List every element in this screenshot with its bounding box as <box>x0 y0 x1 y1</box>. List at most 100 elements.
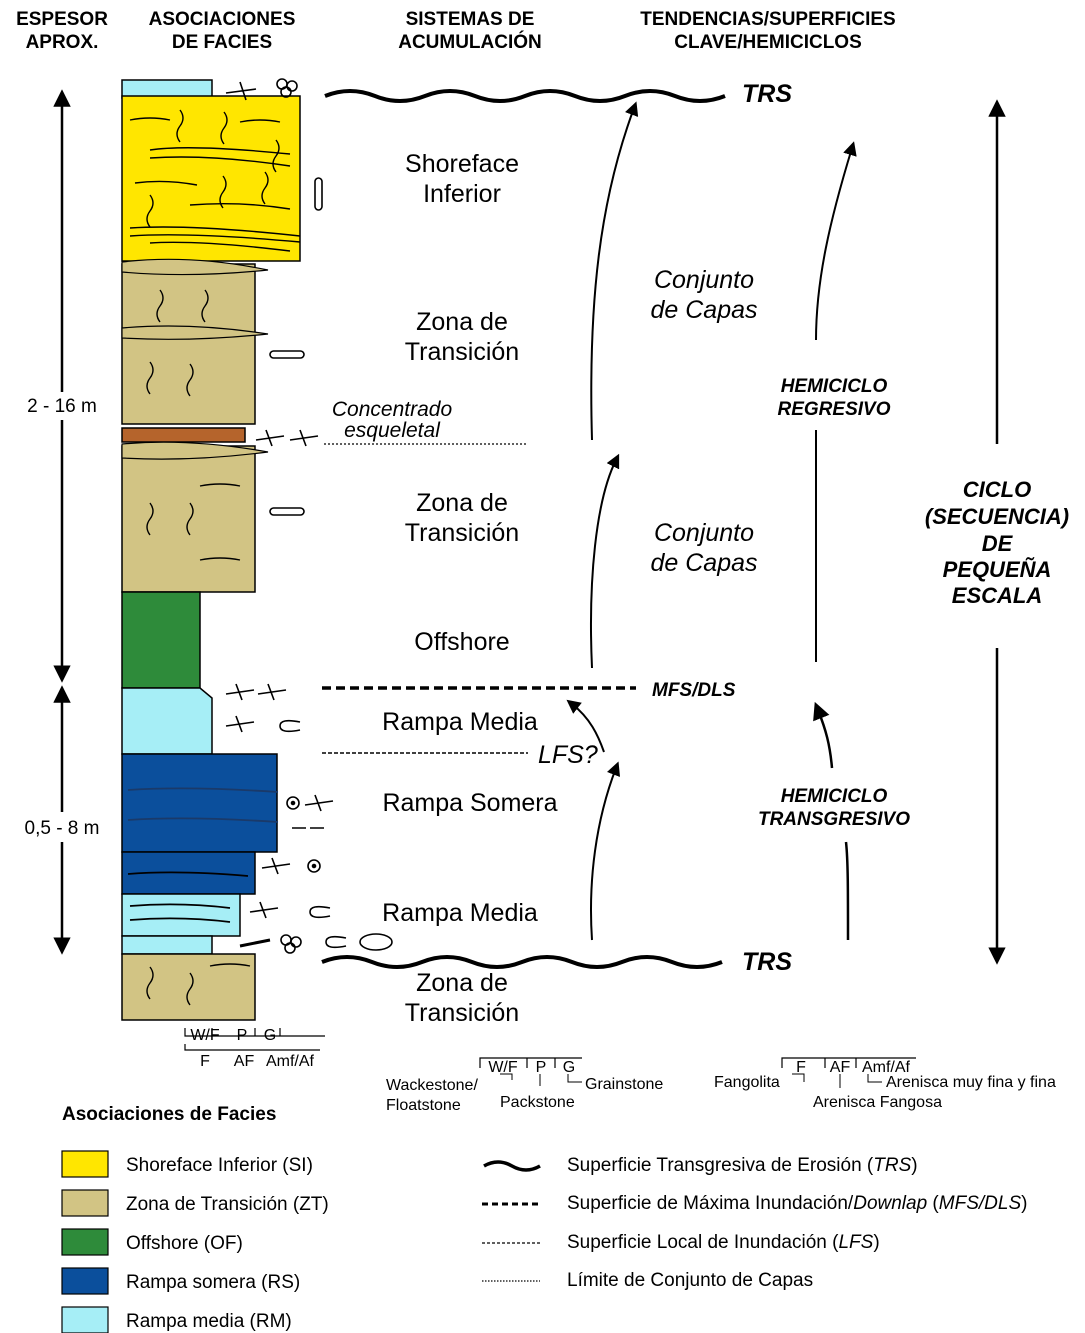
label-concentrado: Concentrado <box>332 398 453 421</box>
bed-rampa-media-upper <box>121 687 213 755</box>
siliciclastic-texture-key: F AF Amf/Af Fangolita Arenisca Fangosa A… <box>714 1057 1056 1111</box>
cycle-line2: (SECUENCIA) <box>925 504 1069 529</box>
bed-concentrado-esqueletal <box>121 427 246 443</box>
legend-item-label: Rampa media (RM) <box>126 1311 292 1332</box>
peloid-icon <box>286 796 300 810</box>
scale-f: F <box>200 1053 210 1070</box>
bed-rampa-somera-upper <box>121 753 278 853</box>
column-texture-scale <box>184 1028 325 1051</box>
transgressive-arrow-lower <box>844 841 850 941</box>
transgressive-arrow-upper <box>813 701 834 769</box>
scale-amf: Amf/Af <box>266 1053 315 1070</box>
bed-zona-transicion-lower <box>121 953 256 1021</box>
hemiciclo-transgresivo-1: HEMICICLO <box>781 786 888 807</box>
header-clave-hemiciclos: CLAVE/HEMICICLOS <box>674 32 862 53</box>
key-p: P <box>536 1059 547 1076</box>
bioclast-icon-2 <box>255 429 285 447</box>
key-amf: Amf/Af <box>862 1059 911 1076</box>
surface-legend-label: Superficie de Máxima Inundación/Downlap … <box>567 1193 1027 1214</box>
label-rampa-somera: Rampa Somera <box>382 789 557 817</box>
key-grainstone: Grainstone <box>585 1076 663 1093</box>
lens-2 <box>121 325 269 340</box>
trend-arrows <box>566 101 857 941</box>
label-shoreface: Shoreface <box>405 150 519 178</box>
facies-labels: Shoreface Inferior Zona de Transición Co… <box>332 150 558 1027</box>
key-wackestone: Wackestone/ <box>386 1077 478 1094</box>
key-surfaces <box>321 89 726 969</box>
surface-legend-labels: Superficie Transgresiva de Erosión (TRS)… <box>567 1155 1027 1291</box>
label-rampa-media-lower: Rampa Media <box>382 899 538 927</box>
column-headers: ESPESOR APROX. ASOCIACIONES DE FACIES SI… <box>16 9 896 53</box>
scale-g: G <box>264 1027 276 1044</box>
header-tendencias: TENDENCIAS/SUPERFICIES <box>640 9 895 30</box>
header-de-facies: DE FACIES <box>172 32 272 53</box>
brachiopod-icon <box>279 719 301 733</box>
burrow-icon-3 <box>269 507 305 516</box>
bed-zona-transicion-middle <box>121 445 256 593</box>
key-g: G <box>563 1059 575 1076</box>
header-aprox: APROX. <box>26 32 99 53</box>
rampa-arrow-upper <box>566 699 605 753</box>
label-rampa-media-upper: Rampa Media <box>382 708 538 736</box>
sedimentary-structures <box>129 109 301 1006</box>
label-offshore: Offshore <box>414 628 509 656</box>
surface-legend-label: Superficie Transgresiva de Erosión (TRS) <box>567 1155 918 1176</box>
conjunto-upper-2: de Capas <box>650 296 757 324</box>
lens-3 <box>121 441 269 460</box>
rampa-arrow-lower <box>590 761 621 941</box>
trs-top-label: TRS <box>742 80 792 108</box>
trs-bottom-label: TRS <box>742 948 792 976</box>
bioclast-icon <box>225 81 257 101</box>
bioclast-icon-3 <box>225 683 255 701</box>
key-arenisca-muy-fina: Arenisca muy fina y fina <box>886 1074 1056 1091</box>
legend-swatch <box>61 1228 109 1256</box>
bed-zona-transicion-upper <box>121 263 256 425</box>
burrow-icon <box>314 177 323 211</box>
cycle-scale: CICLO (SECUENCIA) DE PEQUEÑA ESCALA <box>925 99 1069 965</box>
cycle-line5: ESCALA <box>952 583 1042 608</box>
conjunto-lower-1: Conjunto <box>654 519 754 547</box>
trs-bottom-line <box>321 955 723 969</box>
legend-item-label: Offshore (OF) <box>126 1233 243 1254</box>
facies-legend: Asociaciones de Facies Shoreface Inferio… <box>61 1104 329 1333</box>
bedset-arrow-lower <box>590 453 620 669</box>
hemicycles: HEMICICLO REGRESIVO HEMICICLO TRANSGRESI… <box>758 376 910 830</box>
label-zt-mid-1: Zona de <box>416 489 508 517</box>
carbonate-texture-key: W/F P G Wackestone/ Floatstone Packstone… <box>386 1057 663 1114</box>
hemiciclo-regresivo-2: REGRESIVO <box>778 399 891 420</box>
key-fangolita: Fangolita <box>714 1074 780 1091</box>
bed-offshore <box>121 591 201 689</box>
scale-af: AF <box>234 1053 255 1070</box>
scale-p: P <box>237 1027 248 1044</box>
hemiciclo-transgresivo-2: TRANSGRESIVO <box>758 809 910 830</box>
key-wf: W/F <box>488 1059 518 1076</box>
thickness-scale: 2 - 16 m 0,5 - 8 m <box>25 89 100 955</box>
legend-item-label: Shoreface Inferior (SI) <box>126 1155 313 1176</box>
hemiciclo-regresivo-1: HEMICICLO <box>781 376 888 397</box>
rampa-internal-lines <box>127 787 279 923</box>
label-zt-upper-1: Zona de <box>416 308 508 336</box>
header-sistemas: SISTEMAS DE <box>406 9 535 30</box>
upper-thickness-label: 2 - 16 m <box>27 396 97 417</box>
header-asociaciones: ASOCIACIONES <box>149 9 296 30</box>
stratigraphic-column <box>121 79 301 1021</box>
conjunto-upper-1: Conjunto <box>654 266 754 294</box>
bed-boundary-lenses <box>121 258 269 460</box>
legend-item-label: Rampa somera (RS) <box>126 1272 300 1293</box>
mfs-label: MFS/DLS <box>652 680 736 701</box>
trs-top-line <box>324 89 726 103</box>
cycle-line1: CICLO <box>963 477 1031 502</box>
key-af: AF <box>830 1059 851 1076</box>
bedset-arrow-upper <box>590 101 639 441</box>
label-zt-lower-1: Zona de <box>416 969 508 997</box>
regressive-arrow-upper <box>815 141 857 341</box>
component-symbols <box>225 78 393 954</box>
legend-trs-symbol <box>483 1160 541 1172</box>
lower-thickness-label: 0,5 - 8 m <box>25 818 100 839</box>
surface-legend-label: Superficie Local de Inundación (LFS) <box>567 1232 880 1253</box>
legend-swatch <box>61 1150 109 1178</box>
surface-legend-label: Límite de Conjunto de Capas <box>567 1270 813 1291</box>
label-esqueletal: esqueletal <box>344 419 441 442</box>
legend-title: Asociaciones de Facies <box>62 1104 276 1125</box>
